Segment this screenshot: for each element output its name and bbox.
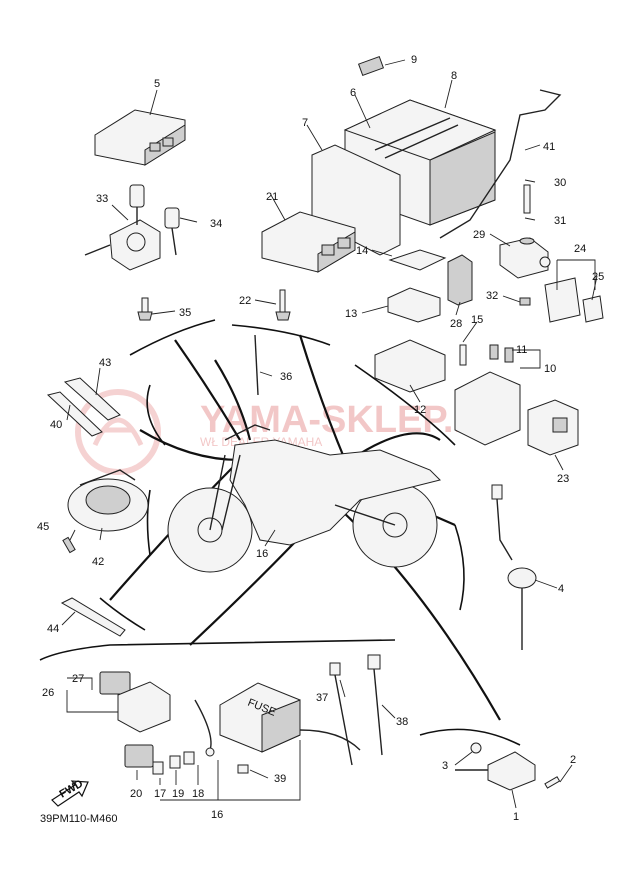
callout-7: 7 — [302, 117, 308, 129]
bolt-22-part — [275, 289, 291, 321]
callout-42: 42 — [92, 556, 104, 568]
callout-35: 35 — [179, 307, 191, 319]
callout-26: 26 — [42, 687, 54, 699]
fuse-parts — [124, 744, 195, 775]
callout-30: 30 — [554, 177, 566, 189]
sep-bottom-band — [39, 639, 396, 661]
callout-16-bike: 16 — [256, 548, 268, 560]
diagram-code: 39PM110-M460 — [40, 813, 117, 825]
callout-33: 33 — [96, 193, 108, 205]
callout-24: 24 — [574, 243, 586, 255]
fwd-arrow-icon: FWD — [51, 778, 89, 807]
sep-right-bottom — [419, 728, 521, 746]
callout-39: 39 — [274, 773, 286, 785]
sep-top-mid — [231, 324, 331, 346]
watermark-logo-mark — [92, 417, 144, 447]
callout-40: 40 — [50, 419, 62, 431]
callout-27: 27 — [72, 673, 84, 685]
callout-31: 31 — [554, 215, 566, 227]
sep-left-low — [146, 489, 151, 556]
connector-24-part — [519, 277, 604, 323]
tie-44 — [60, 597, 126, 637]
callout-45: 45 — [37, 521, 49, 533]
callout-29: 29 — [473, 229, 485, 241]
handlebar — [224, 424, 271, 441]
callout-12: 12 — [414, 404, 426, 416]
fuse-box-harness — [299, 729, 361, 751]
battery-cable-41 — [439, 89, 562, 239]
callout-37: 37 — [316, 692, 328, 704]
ties-37-38-part — [329, 654, 383, 766]
callout-25: 25 — [592, 271, 604, 283]
sensor-1-part — [455, 742, 561, 791]
leader-lines — [61, 59, 598, 809]
battery-part — [311, 55, 497, 256]
bands-part — [46, 377, 121, 437]
battery-band — [374, 117, 459, 159]
sep-top-left — [129, 319, 216, 356]
bike-body — [229, 439, 441, 546]
callout-9: 9 — [411, 54, 417, 66]
callout-13: 13 — [345, 308, 357, 320]
bracket-parts — [374, 249, 473, 393]
watermark-logo-ring — [75, 389, 161, 475]
callout-44: 44 — [47, 623, 59, 635]
callout-numbers: 1 2 3 4 5 6 7 8 9 10 11 12 13 14 15 16 1… — [37, 54, 604, 823]
callout-28: 28 — [450, 318, 462, 330]
sensor-29-part — [499, 184, 551, 279]
callout-3: 3 — [442, 760, 448, 772]
watermark-main-text: YAMA-SKLEP.PL — [200, 399, 502, 441]
ecu-part — [94, 109, 186, 166]
callout-4: 4 — [558, 583, 564, 595]
callout-15: 15 — [471, 314, 483, 326]
callout-1: 1 — [513, 811, 519, 823]
callout-11: 11 — [516, 344, 527, 356]
callout-43: 43 — [99, 357, 111, 369]
sep-left-bottom — [99, 597, 146, 631]
connector-26-part — [99, 671, 171, 733]
callout-21: 21 — [266, 191, 278, 203]
relay-23-part — [527, 399, 579, 456]
rod-36 — [254, 334, 259, 396]
callout-16-fusebox: 16 — [211, 809, 223, 821]
callout-18: 18 — [192, 788, 204, 800]
front-fork — [209, 454, 241, 531]
callout-14: 14 — [356, 245, 368, 257]
sep-right-low — [454, 524, 465, 611]
callout-22: 22 — [239, 295, 251, 307]
callout-5: 5 — [154, 78, 160, 90]
callout-41: 41 — [543, 141, 555, 153]
callout-6: 6 — [350, 87, 356, 99]
relay-unit-21 — [261, 211, 356, 273]
main-switch-part — [84, 184, 180, 271]
callout-20: 20 — [130, 788, 142, 800]
watermark: YAMA-SKLEP.PL WŁ DEALER YAMAHA — [75, 389, 502, 475]
motorcycle-outline — [167, 424, 441, 573]
callout-19: 19 — [172, 788, 184, 800]
callout-23: 23 — [557, 473, 569, 485]
callout-36: 36 — [280, 371, 292, 383]
callout-38: 38 — [396, 716, 408, 728]
swingarm — [334, 504, 396, 526]
horn-part — [62, 469, 149, 554]
bolt-35-part — [137, 297, 153, 321]
fuse-box-part: FUSE — [194, 682, 361, 774]
callout-34: 34 — [210, 218, 222, 230]
callout-32: 32 — [486, 290, 498, 302]
callout-2: 2 — [570, 754, 576, 766]
starter-relay-part — [454, 344, 521, 446]
callout-17: 17 — [154, 788, 166, 800]
sensor-4-part — [491, 484, 537, 650]
callout-10: 10 — [544, 363, 556, 375]
sep-top-right — [354, 364, 456, 446]
section-lines — [39, 319, 521, 746]
callout-8: 8 — [451, 70, 457, 82]
sep-left-mid — [146, 384, 166, 446]
